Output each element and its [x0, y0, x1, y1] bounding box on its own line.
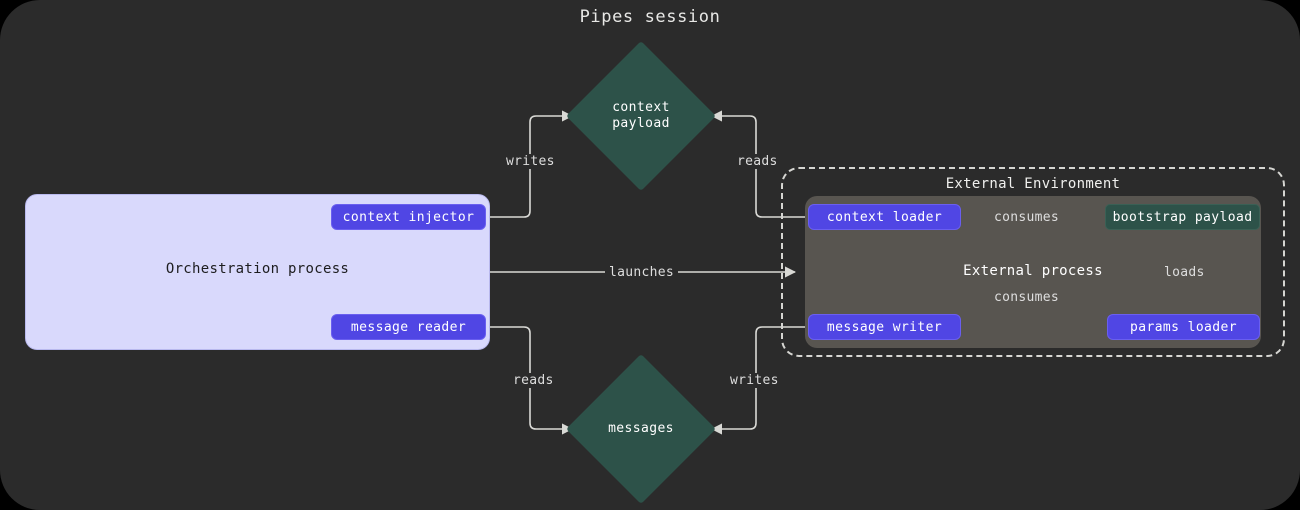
node-context-loader[interactable]: context loader	[808, 204, 961, 230]
cluster-external-process-label: External process	[963, 263, 1103, 279]
cluster-orchestration-label: Orchestration process	[165, 261, 350, 277]
edge-label-writes-messages: writes	[726, 373, 783, 388]
node-message-writer[interactable]: message writer	[808, 314, 961, 340]
node-message-reader[interactable]: message reader	[331, 314, 486, 340]
edge-label-consumes-message: consumes	[990, 290, 1064, 305]
cluster-external-environment: External Environment	[781, 167, 1285, 357]
edge-label-reads-messages: reads	[509, 373, 558, 388]
edge-label-consumes-context: consumes	[990, 210, 1064, 225]
node-context-injector[interactable]: context injector	[331, 204, 486, 230]
edge-label-launches: launches	[605, 265, 679, 280]
edge-label-reads-context: reads	[733, 154, 782, 169]
asset-messages-label: messages	[608, 421, 674, 436]
asset-context-payload-label: context payload	[612, 100, 670, 131]
node-params-loader[interactable]: params loader	[1107, 314, 1260, 340]
edge-label-writes-context: writes	[502, 154, 559, 169]
cluster-external-environment-label: External Environment	[945, 176, 1121, 192]
page-title: Pipes session	[579, 7, 721, 27]
node-bootstrap-payload[interactable]: bootstrap payload	[1105, 204, 1260, 230]
edge-label-loads-params: loads	[1160, 265, 1209, 280]
